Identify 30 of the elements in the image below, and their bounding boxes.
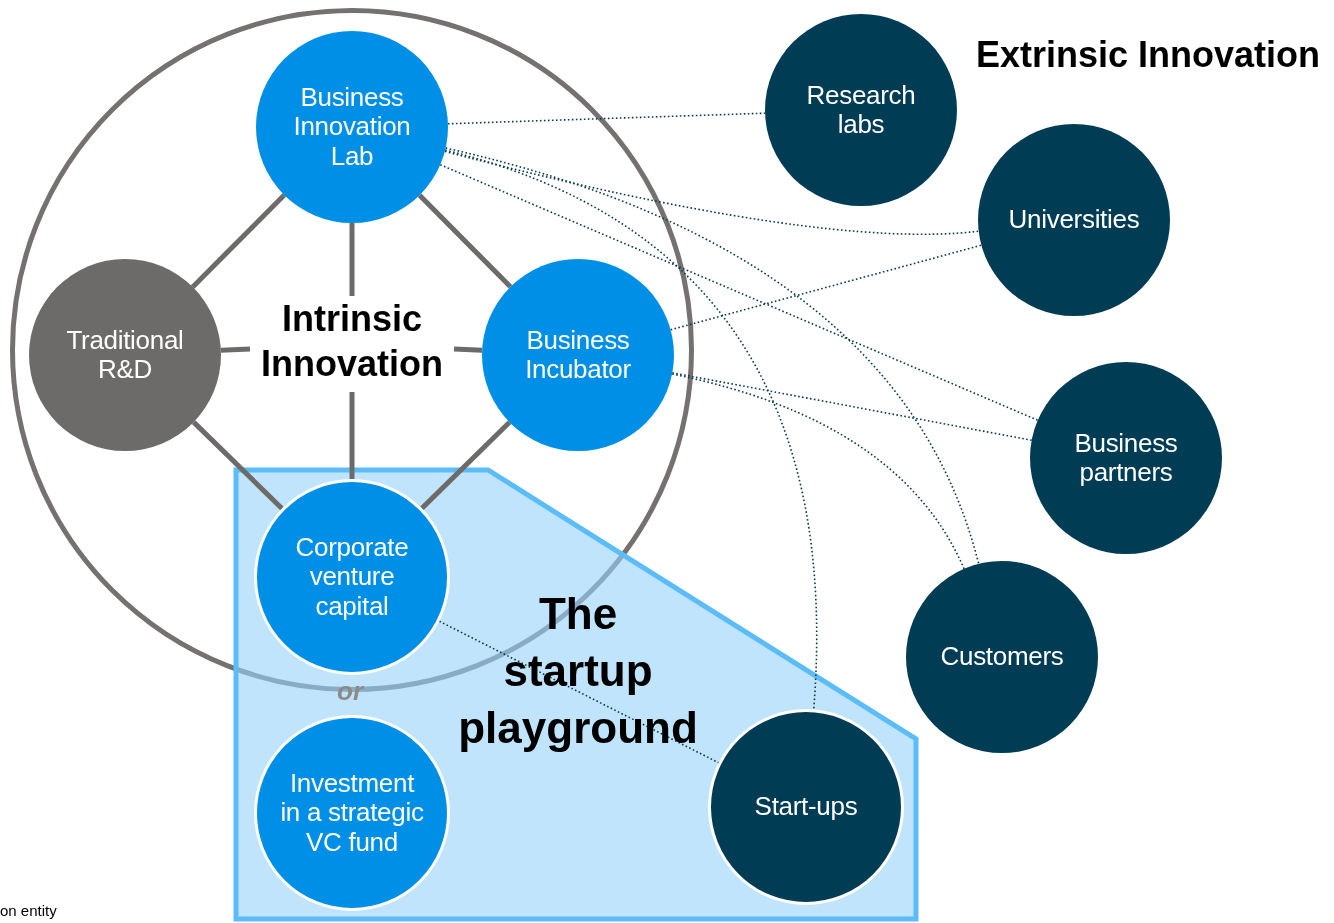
section-heading: Extrinsic Innovation: [976, 34, 1321, 76]
dotted-connector: [669, 244, 983, 331]
connector-line: [349, 223, 355, 296]
node-label: Universities: [1008, 205, 1140, 235]
node-label: Business Innovation Lab: [292, 82, 412, 172]
node-label: Customers: [940, 642, 1064, 672]
node-label: Investment in a strategic VC fund: [279, 768, 425, 858]
node-label: Business partners: [1073, 428, 1179, 488]
dotted-connector: [444, 150, 980, 236]
connector-word: or: [337, 676, 363, 707]
dotted-connector: [444, 147, 980, 565]
node-label: Research labs: [805, 80, 917, 140]
dotted-connector: [671, 373, 965, 570]
connector-line: [220, 346, 251, 353]
connector-line: [349, 392, 355, 479]
node-label: Start-ups: [754, 792, 858, 822]
area-title: The startup playground: [457, 588, 699, 755]
dotted-connector: [439, 163, 1039, 422]
node-label: Business Incubator: [524, 325, 632, 385]
dotted-connector: [444, 149, 818, 711]
footnote-text: on entity: [0, 902, 57, 919]
node-label: Corporate venture capital: [294, 532, 410, 622]
connector-line: [453, 346, 483, 353]
connector-line: [417, 193, 513, 289]
heading-text: Intrinsic Innovation: [250, 296, 454, 392]
node-label: Traditional R&D: [65, 325, 185, 385]
connector-line: [420, 420, 512, 511]
dotted-connector: [671, 371, 1033, 442]
dotted-connector: [447, 112, 766, 125]
connector-line: [190, 193, 287, 289]
